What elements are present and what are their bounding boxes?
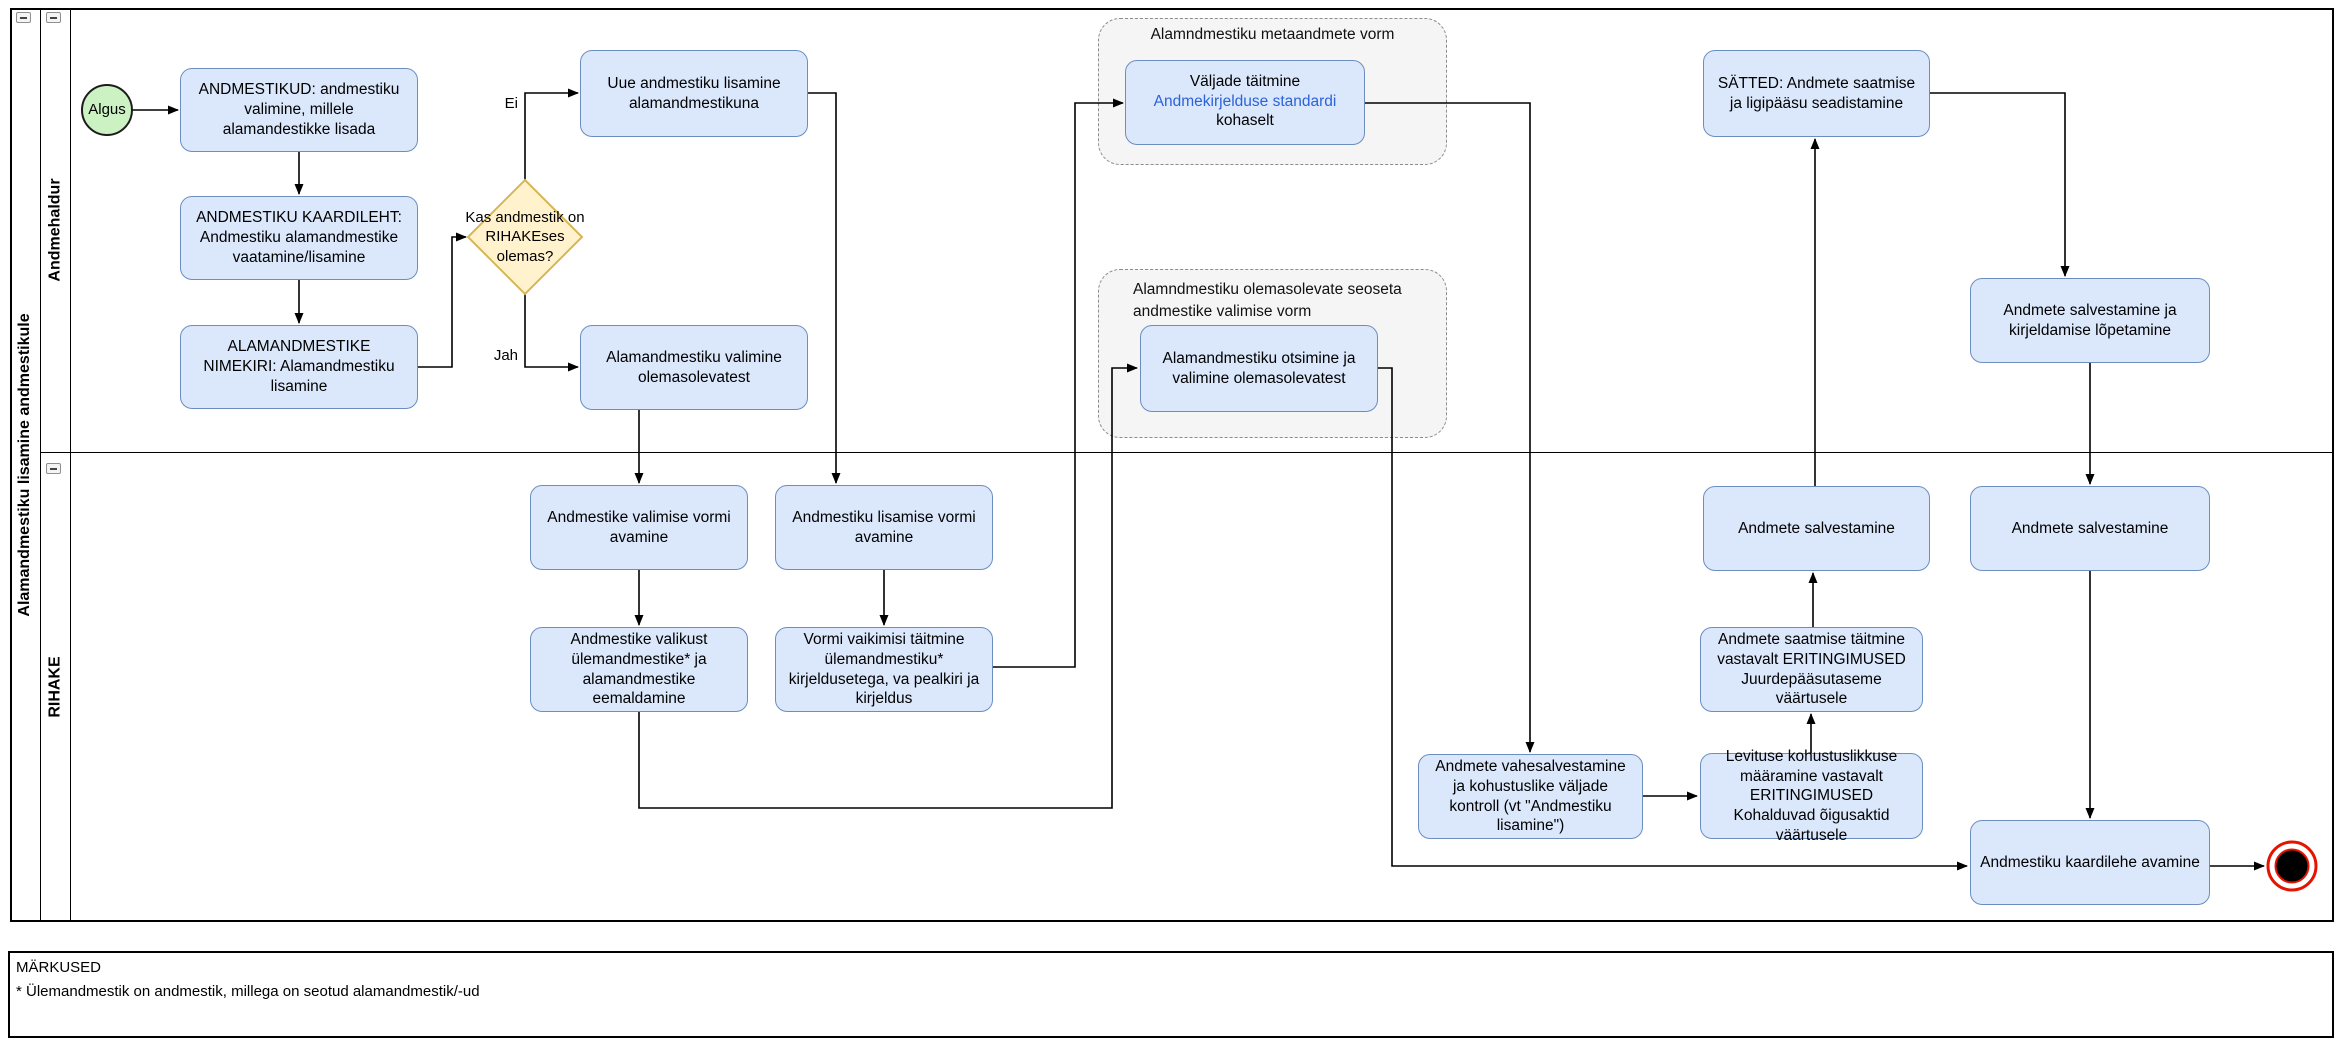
task-valimise-vormi-avamine[interactable]: Andmestike valimise vormi avamine [530, 485, 748, 570]
minus-icon [20, 16, 27, 19]
task-andmete-saatmise-taitmine[interactable]: Andmete saatmise täitmine vastavalt ERIT… [1700, 627, 1923, 712]
lane1-collapse-button[interactable] [46, 12, 61, 23]
task-andmestikud-valimine[interactable]: ANDMESTIKUD: andmestiku valimine, millel… [180, 68, 418, 152]
lane-label-rihake: RIHAKE [46, 656, 64, 718]
lane2-collapse-button[interactable] [46, 463, 61, 474]
task-valjade-taitmine-line3: kohaselt [1216, 112, 1274, 130]
task-alamandmestiku-valimine[interactable]: Alamandmestiku valimine olemasolevatest [580, 325, 808, 410]
gateway-label: Kas andmestik on RIHAKEses olemas? [465, 209, 585, 265]
task-lisamise-vormi-avamine[interactable]: Andmestiku lisamise vormi avamine [775, 485, 993, 570]
pool-title: Alamandmestiku lisamine andmestikule [16, 313, 33, 617]
minus-icon [50, 467, 57, 470]
lane-label-andmehaldur: Andmehaldur [46, 178, 64, 282]
task-satted-seadistamine[interactable]: SÄTTED: Andmete saatmise ja ligipääsu se… [1703, 50, 1930, 137]
task-valjade-taitmine[interactable]: Väljade täitmine Andmekirjelduse standar… [1125, 60, 1365, 145]
task-vahesalvestamine-kontroll[interactable]: Andmete vahesalvestamine ja kohustuslike… [1418, 754, 1643, 839]
task-valjade-taitmine-line1: Väljade täitmine [1189, 73, 1301, 90]
andmekirjelduse-standardi-link[interactable]: Andmekirjelduse standardi [1153, 92, 1337, 110]
task-andmestiku-kaardileht[interactable]: ANDMESTIKU KAARDILEHT: Andmestiku alaman… [180, 196, 418, 280]
task-andmete-salvestamine-left[interactable]: Andmete salvestamine [1703, 486, 1930, 571]
task-salvestamine-lopetamine[interactable]: Andmete salvestamine ja kirjeldamise lõp… [1970, 278, 2210, 363]
task-uue-andmestiku-lisamine[interactable]: Uue andmestiku lisamine alamandmestikuna [580, 50, 808, 137]
task-alamandmestike-nimekiri[interactable]: ALAMANDMESTIKE NIMEKIRI: Alamandmestiku … [180, 325, 418, 409]
notes-box: MÄRKUSED * Ülemandmestik on andmestik, m… [8, 951, 2334, 1038]
minus-icon [50, 16, 57, 19]
edge-label-jah: Jah [493, 347, 518, 364]
lane-strip-divider [70, 8, 71, 922]
lane-divider [40, 452, 2334, 453]
task-alamandmestiku-otsimine[interactable]: Alamandmestiku otsimine ja valimine olem… [1140, 325, 1378, 412]
task-kaardilehe-avamine[interactable]: Andmestiku kaardilehe avamine [1970, 820, 2210, 905]
task-andmete-salvestamine-right[interactable]: Andmete salvestamine [1970, 486, 2210, 571]
notes-line: * Ülemandmestik on andmestik, millega on… [16, 983, 480, 1000]
group-metadata-form-label: Alamndmestiku metaandmete vorm [1150, 26, 1395, 43]
group-select-form-label: Alamndmestiku olemasolevate seoseta andm… [1133, 281, 1402, 321]
start-event-label: Algus [88, 101, 126, 119]
pool-title-divider [40, 8, 41, 922]
task-vormi-vaikimisi-taitmine[interactable]: Vormi vaikimisi täitmine ülemandmestiku*… [775, 627, 993, 712]
edge-label-ei: Ei [504, 95, 518, 112]
task-valikust-eemaldamine[interactable]: Andmestike valikust ülemandmestike* ja a… [530, 627, 748, 712]
task-levituse-kohustuslikkus[interactable]: Levituse kohustuslikkuse määramine vasta… [1700, 748, 1923, 844]
notes-title: MÄRKUSED [16, 959, 102, 976]
pool-collapse-button[interactable] [16, 12, 31, 23]
